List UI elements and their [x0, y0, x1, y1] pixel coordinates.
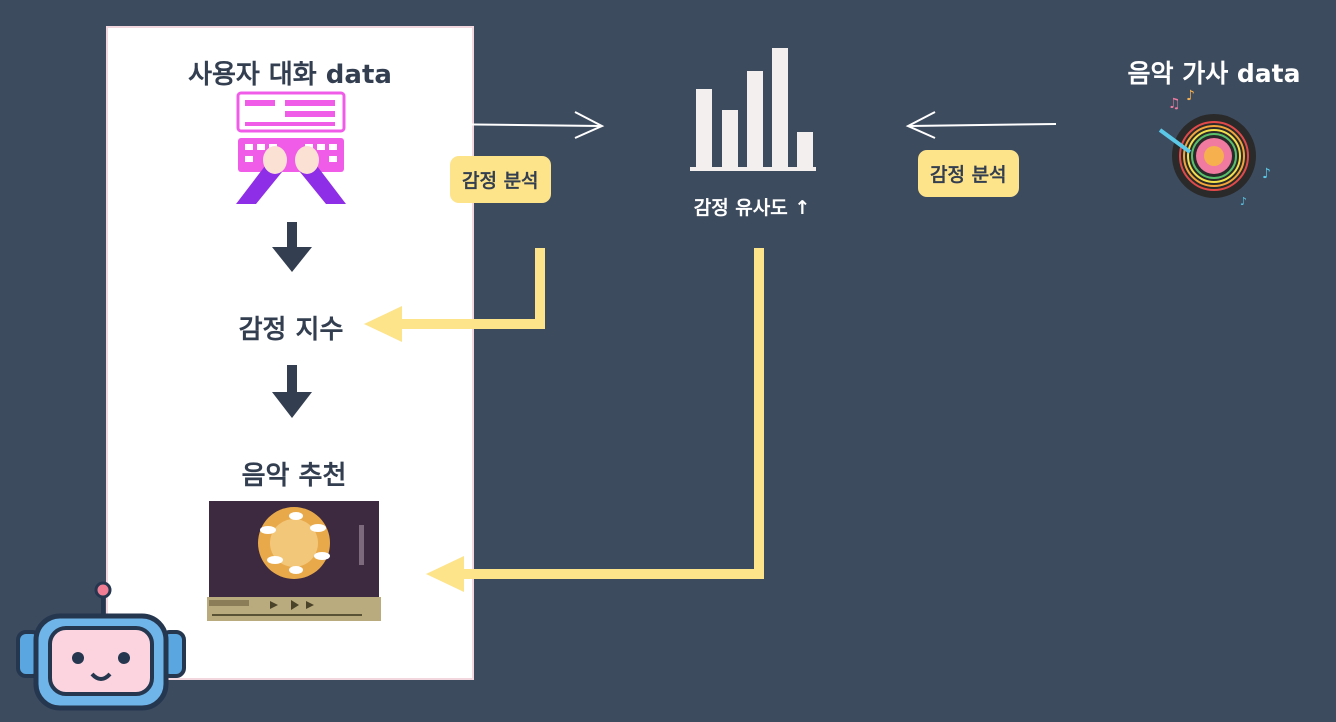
- lyrics-data-title: 음악 가사 data: [1128, 54, 1301, 90]
- emotion-index-label: 감정 지수: [239, 309, 344, 346]
- user-chat-data-title: 사용자 대화 data: [188, 54, 392, 91]
- robot-mascot-icon: [18, 583, 184, 708]
- emotion-analysis-badge-left: 감정 분석: [450, 156, 551, 203]
- down-arrow-icon: [272, 222, 312, 272]
- arrow-left-icon: [908, 112, 1056, 138]
- keyboard-typing-icon: [236, 93, 346, 204]
- emotion-analysis-badge-right: 감정 분석: [918, 150, 1019, 197]
- yellow-connector-emotion: [364, 248, 540, 342]
- svg-text:♪: ♪: [1262, 166, 1271, 182]
- arrow-right-icon: [430, 112, 602, 138]
- music-recommend-label: 음악 추천: [242, 455, 347, 492]
- music-player-thumbnail: [207, 501, 381, 621]
- yellow-connector-recommend: [426, 248, 759, 592]
- svg-text:♪: ♪: [1186, 88, 1195, 104]
- svg-text:♫: ♫: [1168, 96, 1181, 112]
- bar-chart-icon: [690, 48, 816, 171]
- down-arrow-icon: [272, 365, 312, 418]
- emotion-similarity-label: 감정 유사도 ↑: [694, 193, 811, 220]
- vinyl-record-icon: ♫ ♪ ♪ ♪: [1160, 88, 1271, 208]
- svg-text:♪: ♪: [1240, 195, 1247, 208]
